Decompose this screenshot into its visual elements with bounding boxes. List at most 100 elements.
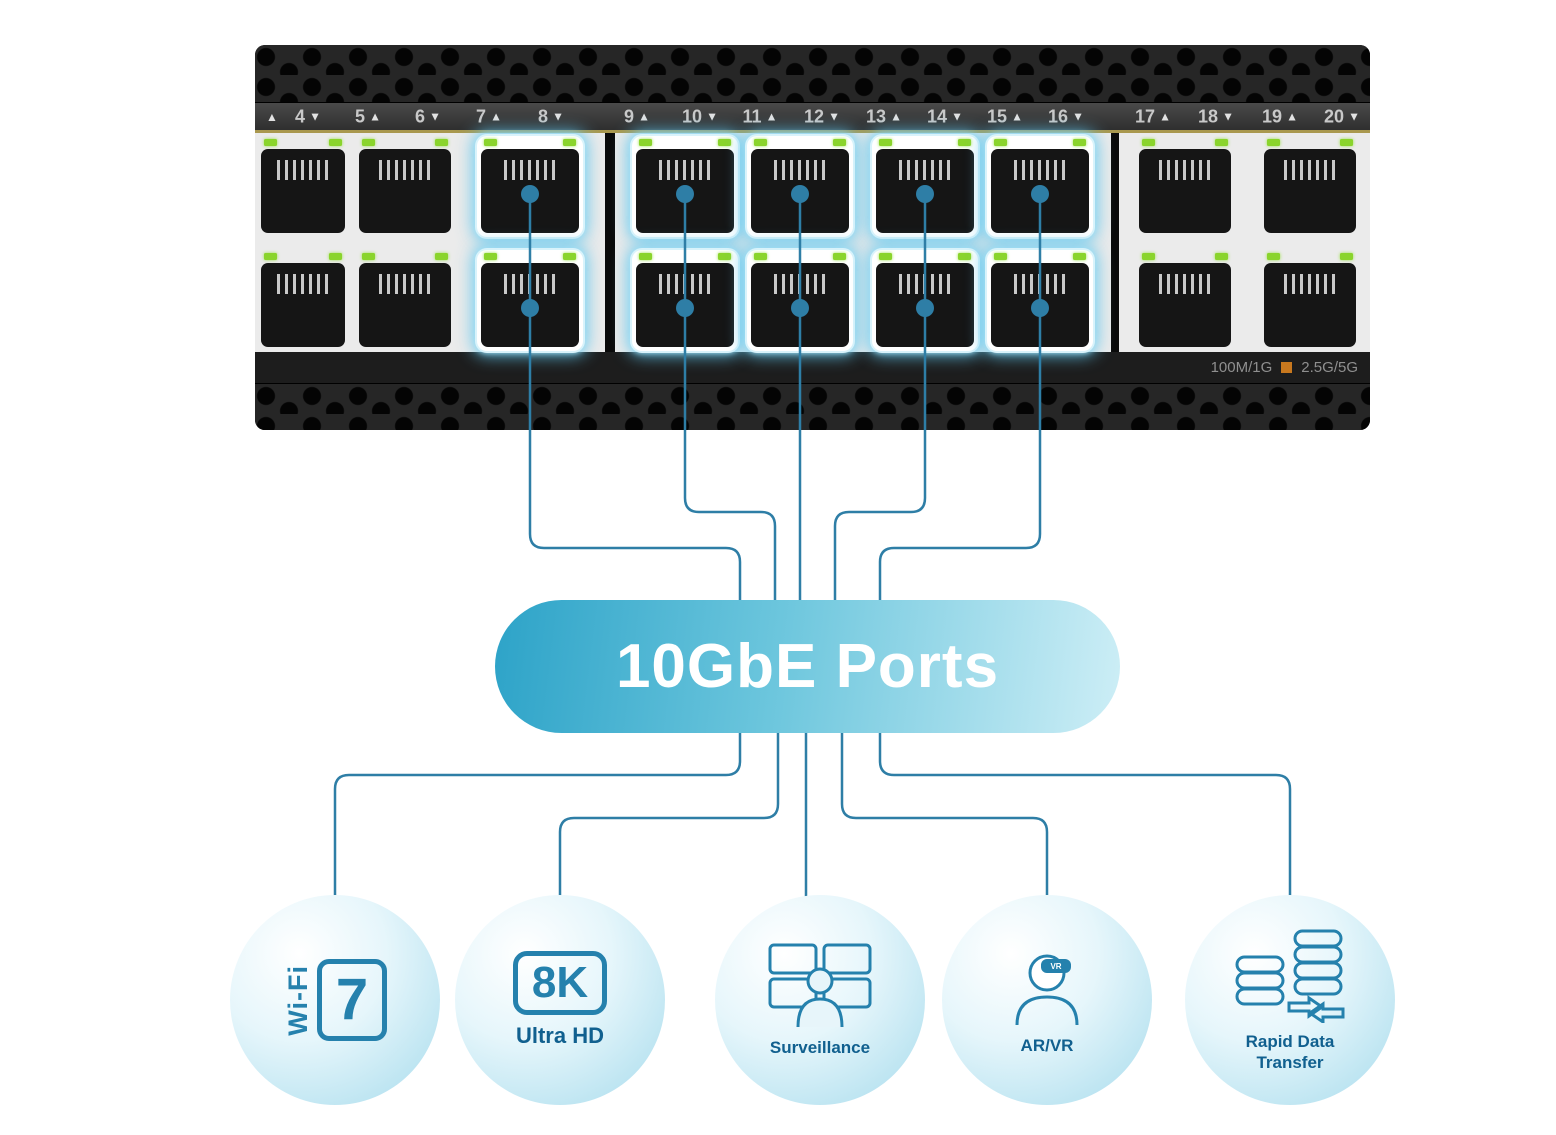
rj45-port	[1260, 250, 1360, 351]
use-case-wifi7: Wi-Fi 7	[230, 895, 440, 1105]
port-number-label: 19▲	[1262, 106, 1298, 126]
rj45-jack	[991, 149, 1089, 233]
port-number-label: 17▲	[1135, 106, 1171, 126]
led-indicator	[329, 253, 342, 260]
rj45-port-10gbe	[747, 250, 853, 351]
led-indicator	[1073, 139, 1086, 146]
port-number-strip: ▲4▼5▲6▼7▲8▼9▲10▼11▲12▼13▲14▼15▲16▼17▲18▼…	[255, 103, 1370, 133]
rj45-jack	[751, 263, 849, 347]
tengbe-ports-pill: 10GbE Ports	[495, 600, 1120, 733]
rj45-port-10gbe	[872, 250, 978, 351]
port-dot	[791, 185, 809, 204]
port-pins	[1014, 160, 1066, 180]
ar-vr-icon: VR	[1015, 954, 1079, 1026]
port-pins	[379, 274, 431, 294]
port-column	[257, 133, 349, 352]
wifi7-icon: Wi-Fi 7	[282, 959, 388, 1041]
led-indicator	[958, 253, 971, 260]
rj45-jack	[1264, 149, 1356, 233]
led-indicator	[362, 253, 375, 260]
port-pins	[1284, 160, 1336, 180]
port-pins	[277, 274, 329, 294]
led-indicator	[833, 253, 846, 260]
rj45-port-10gbe	[987, 136, 1093, 237]
led-indicator	[563, 253, 576, 260]
led-indicator	[1142, 253, 1155, 260]
led-indicator	[718, 139, 731, 146]
port-number-label: 5▲	[355, 106, 381, 126]
port-column	[747, 133, 853, 352]
port-dot	[916, 185, 934, 204]
port-pins	[774, 160, 826, 180]
led-indicator	[833, 139, 846, 146]
wifi7-number: 7	[316, 959, 388, 1041]
port-number-label: ▲	[266, 109, 278, 124]
rj45-port-10gbe	[632, 250, 738, 351]
port-dot	[791, 299, 809, 318]
rj45-jack	[991, 263, 1089, 347]
rj45-jack	[1139, 149, 1231, 233]
led-indicator	[718, 253, 731, 260]
led-indicator	[484, 253, 497, 260]
port-number-label: 15▲	[987, 106, 1023, 126]
connector-line	[558, 732, 780, 902]
port-number-label: 11▲	[742, 106, 778, 126]
port-number-label: 7▲	[476, 106, 502, 126]
led-indicator	[1215, 253, 1228, 260]
port-pins	[774, 274, 826, 294]
port-column	[872, 133, 978, 352]
led-indicator	[362, 139, 375, 146]
rj45-jack	[636, 149, 734, 233]
use-case-8k-ultra-hd: 8K Ultra HD	[455, 895, 665, 1105]
rj45-port	[1135, 250, 1235, 351]
rj45-port	[257, 136, 349, 237]
rapid-data-transfer-label: Rapid Data Transfer	[1245, 1031, 1335, 1072]
connector-line	[840, 732, 1049, 902]
led-indicator	[484, 139, 497, 146]
wifi-vertical-text: Wi-Fi	[282, 964, 313, 1036]
port-number-label: 10▼	[682, 106, 718, 126]
network-switch-panel: ▲4▼5▲6▼7▲8▼9▲10▼11▲12▼13▲14▼15▲16▼17▲18▼…	[255, 45, 1370, 430]
rj45-jack	[359, 149, 451, 233]
led-indicator	[329, 139, 342, 146]
led-indicator	[879, 139, 892, 146]
led-indicator	[563, 139, 576, 146]
port-number-label: 8▼	[538, 106, 564, 126]
led-indicator	[1267, 253, 1280, 260]
rj45-jack	[261, 263, 345, 347]
port-pins	[504, 274, 556, 294]
port-dot	[521, 299, 539, 318]
port-dot	[1031, 299, 1049, 318]
rj45-jack	[1139, 263, 1231, 347]
led-indicator	[264, 253, 277, 260]
rj45-port	[355, 136, 455, 237]
bottom-vent-grille	[255, 383, 1370, 430]
port-column	[1260, 133, 1360, 352]
speed-legend: 100M/1G 2.5G/5G	[255, 352, 1370, 383]
led-indicator	[1142, 139, 1155, 146]
rapid-data-transfer-icon	[1235, 929, 1345, 1023]
led-indicator	[1340, 139, 1353, 146]
port-pins	[659, 160, 711, 180]
top-vent-grille	[255, 45, 1370, 103]
vr-visor-text: VR	[1050, 962, 1061, 971]
rj45-port	[1260, 136, 1360, 237]
port-pins	[1284, 274, 1336, 294]
rj45-port-10gbe	[477, 250, 583, 351]
port-number-label: 14▼	[927, 106, 963, 126]
port-column	[987, 133, 1093, 352]
8k-badge-icon: 8K	[512, 950, 608, 1016]
port-pins	[899, 160, 951, 180]
led-indicator	[435, 139, 448, 146]
surveillance-label: Surveillance	[769, 1038, 871, 1058]
rj45-port-10gbe	[632, 136, 738, 237]
ar-vr-label: AR/VR	[1020, 1036, 1074, 1056]
rj45-port-10gbe	[872, 136, 978, 237]
rj45-port-10gbe	[477, 136, 583, 237]
legend-speed-right: 2.5G/5G	[1301, 359, 1358, 376]
port-number-label: 20▼	[1324, 106, 1360, 126]
surveillance-icon	[768, 943, 872, 1028]
led-indicator	[1215, 139, 1228, 146]
use-case-rapid-data-transfer: Rapid Data Transfer	[1185, 895, 1395, 1105]
port-column	[632, 133, 738, 352]
